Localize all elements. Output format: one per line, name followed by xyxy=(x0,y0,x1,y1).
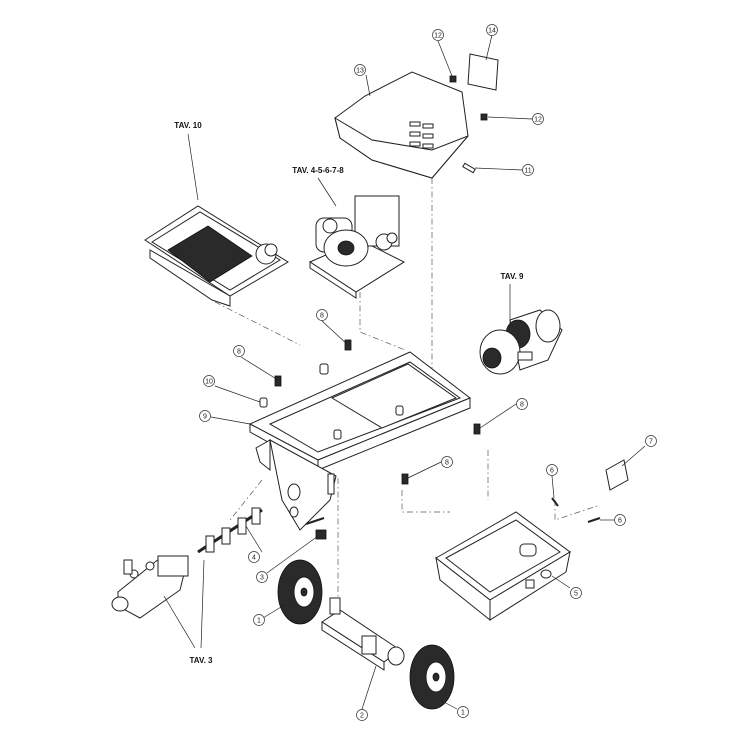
cover-plate xyxy=(467,53,499,91)
latch-8c xyxy=(473,423,481,435)
shaft-key xyxy=(305,517,325,525)
callout-8-right: 8 xyxy=(520,402,524,409)
latch-8b xyxy=(274,375,282,387)
mixing-shaft xyxy=(197,507,263,554)
callout-12-right: 12 xyxy=(534,117,542,124)
callout-7: 7 xyxy=(649,439,653,446)
assembly-lines xyxy=(214,178,601,612)
callout-14: 14 xyxy=(488,28,496,35)
callout-8-left: 8 xyxy=(237,349,241,356)
callout-labels: 12 14 13 12 11 8 8 10 9 8 8 7 6 6 5 4 3 … xyxy=(203,28,653,720)
callout-5: 5 xyxy=(574,591,578,598)
axle xyxy=(321,597,405,671)
cover-pin xyxy=(462,162,476,174)
table-references: TAV. 10 TAV. 4-5-6-7-8 TAV. 9 TAV. 3 xyxy=(174,121,524,665)
callout-11: 11 xyxy=(524,168,531,175)
pump-stator xyxy=(111,555,189,619)
callout-3: 3 xyxy=(260,575,264,582)
callout-4: 4 xyxy=(252,555,256,562)
sieve-hopper xyxy=(144,205,289,307)
tav-4-8-label: TAV. 4-5-6-7-8 xyxy=(292,166,344,175)
latch-upper xyxy=(449,75,457,83)
bushing-center xyxy=(319,363,329,375)
bushing-left xyxy=(259,397,268,408)
main-frame xyxy=(248,351,471,531)
shaft-coupling xyxy=(315,529,327,540)
screw-right xyxy=(587,517,601,523)
wheel-right xyxy=(409,644,455,710)
bracket xyxy=(605,459,629,491)
callout-6-right: 6 xyxy=(618,518,622,525)
callout-10: 10 xyxy=(205,379,213,386)
leader-lines xyxy=(163,34,646,710)
pump-motor xyxy=(479,309,563,375)
wheel-left xyxy=(277,559,323,625)
callout-2: 2 xyxy=(360,713,364,720)
callout-6-upper: 6 xyxy=(550,468,554,475)
callout-8-lower: 8 xyxy=(445,460,449,467)
bushing-frame-right xyxy=(395,405,404,416)
hopper-cover xyxy=(334,71,469,179)
electrical-tray xyxy=(435,511,571,622)
callout-8-upper: 8 xyxy=(320,313,324,320)
latch-8d xyxy=(401,473,409,485)
callout-12-top: 12 xyxy=(434,33,442,40)
bushing-frame xyxy=(333,429,342,440)
tav-10-label: TAV. 10 xyxy=(174,121,202,130)
callout-9: 9 xyxy=(203,414,207,421)
callout-bubbles xyxy=(199,24,657,721)
callout-1-left: 1 xyxy=(257,618,261,625)
motor-unit xyxy=(308,195,406,299)
tav-3-label: TAV. 3 xyxy=(190,656,214,665)
latch-right xyxy=(480,113,488,121)
tav-9-label: TAV. 9 xyxy=(501,272,525,281)
callout-13: 13 xyxy=(356,68,364,75)
callout-1-right: 1 xyxy=(461,710,465,717)
screw-upper xyxy=(551,497,559,507)
